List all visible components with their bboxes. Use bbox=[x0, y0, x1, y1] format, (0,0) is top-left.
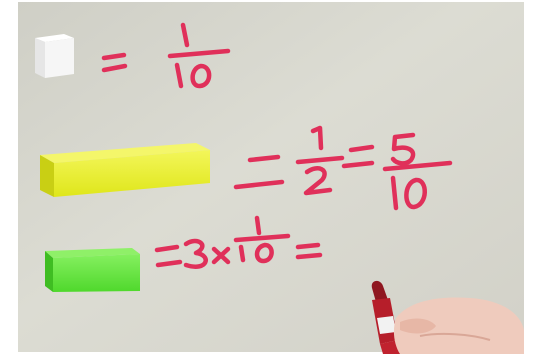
unit-cube bbox=[35, 34, 74, 78]
green-rod bbox=[45, 248, 140, 292]
